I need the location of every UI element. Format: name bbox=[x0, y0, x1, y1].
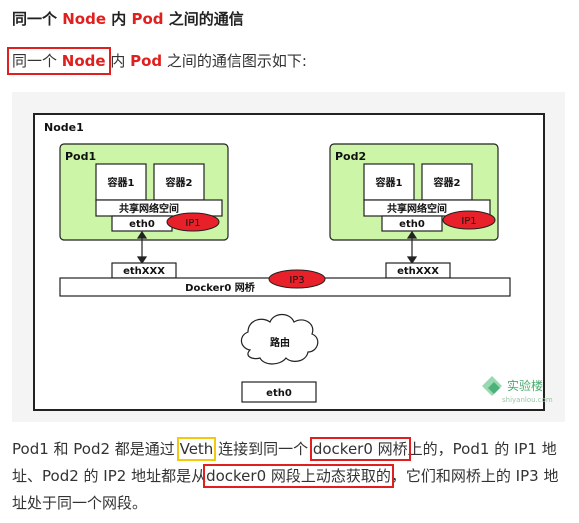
intro-node: Node bbox=[61, 52, 106, 70]
pod1-ip-label: IP1 bbox=[185, 218, 200, 229]
intro-part2: 内 bbox=[105, 52, 131, 70]
node-label: Node1 bbox=[44, 121, 84, 134]
heading-suffix: 之间的通信 bbox=[163, 10, 244, 28]
host-eth0-label: eth0 bbox=[266, 388, 292, 399]
intro-text: 同一个 Node 内 Pod 之间的通信图示如下: bbox=[7, 47, 307, 75]
bridge-ip-label: IP3 bbox=[289, 275, 304, 286]
pod2-eth0-label: eth0 bbox=[399, 219, 425, 230]
pod2-veth-arrow bbox=[406, 230, 418, 265]
para-t4: ，它们和网桥上的 IP3 地址处于同一个网段。 bbox=[12, 467, 559, 512]
pod2-container2-label: 容器2 bbox=[433, 176, 461, 189]
pod2-shared-ns-label: 共享网络空间 bbox=[387, 202, 447, 215]
ethxxx-right-label: ethXXX bbox=[397, 266, 439, 277]
pod2-container1 bbox=[363, 163, 415, 201]
para-t2: 连接到同一个 bbox=[213, 440, 313, 458]
shiyanlou-logo-icon bbox=[482, 376, 502, 396]
para-t3: 上的，Pod1 的 IP1 地址、Pod2 的 IP2 地址都是从 bbox=[12, 440, 557, 485]
host-eth0 bbox=[241, 381, 317, 403]
heading-node: Node bbox=[62, 10, 107, 28]
pod2-ip-label: IP1 bbox=[461, 216, 476, 227]
diagram-svg: Node1 Pod1 容器1 容器2 共享网络空间 eth0 IP1 Pod2 … bbox=[33, 113, 553, 411]
pod2-ip-badge bbox=[442, 210, 496, 230]
pod1-veth-arrow bbox=[136, 230, 148, 265]
intro-highlight: 同一个 Node bbox=[7, 47, 111, 75]
watermark-cn: 实验楼 bbox=[507, 378, 543, 393]
pod1-container1-label: 容器1 bbox=[107, 176, 135, 189]
watermark-en: shiyanlou.com bbox=[502, 396, 553, 404]
pod1-container2-label: 容器2 bbox=[165, 176, 193, 189]
router-cloud bbox=[240, 313, 319, 365]
router-label: 路由 bbox=[270, 336, 290, 349]
bridge-ip-badge bbox=[268, 269, 326, 289]
pod2-label: Pod2 bbox=[335, 150, 366, 163]
ethxxx-left-label: ethXXX bbox=[123, 266, 165, 277]
para-t1: Pod1 和 Pod2 都是通过 bbox=[12, 440, 180, 458]
pod1-shared-ns-label: 共享网络空间 bbox=[119, 202, 179, 215]
pod1-container1 bbox=[95, 163, 147, 201]
pod1-label: Pod1 bbox=[65, 150, 96, 163]
pod1-container2 bbox=[153, 163, 205, 201]
intro-part1: 同一个 bbox=[12, 52, 62, 70]
veth-highlight: Veth bbox=[176, 437, 217, 461]
pod2-container1-label: 容器1 bbox=[375, 176, 403, 189]
docker0-bridge-highlight: docker0 网桥 bbox=[309, 437, 411, 461]
heading-pod: Pod bbox=[131, 10, 164, 28]
docker0-bridge-label: Docker0 网桥 bbox=[185, 281, 256, 294]
network-diagram: Node1 Pod1 容器1 容器2 共享网络空间 eth0 IP1 Pod2 … bbox=[12, 92, 565, 422]
pod1-ip-badge bbox=[166, 212, 220, 232]
intro-part3: 之间的通信图示如下: bbox=[162, 52, 307, 70]
docker0-segment-highlight: docker0 网段上动态获取的 bbox=[203, 464, 394, 488]
pod1-eth0-label: eth0 bbox=[129, 219, 155, 230]
heading-prefix: 同一个 bbox=[12, 10, 63, 28]
explanation-paragraph: Pod1 和 Pod2 都是通过 Veth 连接到同一个 docker0 网桥上… bbox=[12, 436, 572, 517]
section-heading: 同一个 Node 内 Pod 之间的通信 bbox=[12, 8, 244, 29]
heading-mid: 内 bbox=[106, 10, 132, 28]
intro-pod: Pod bbox=[130, 52, 163, 70]
